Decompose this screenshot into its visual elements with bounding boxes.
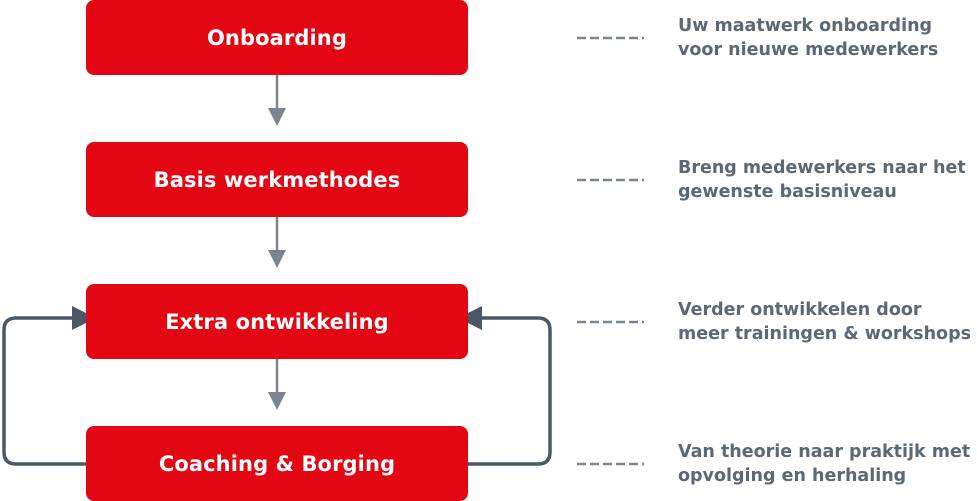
down-arrow-1 bbox=[268, 75, 286, 126]
step-basis-werkmethodes: Basis werkmethodes bbox=[86, 142, 468, 217]
description-onboarding: Uw maatwerk onboarding voor nieuwe medew… bbox=[678, 14, 977, 62]
step-coaching-borging: Coaching & Borging bbox=[86, 426, 468, 501]
description-line: Uw maatwerk onboarding bbox=[678, 16, 933, 36]
description-line: Van theorie naar praktijk met bbox=[678, 442, 971, 462]
description-line: Verder ontwikkelen door bbox=[678, 300, 922, 320]
description-line: meer trainingen & workshops bbox=[678, 324, 972, 344]
left-loop-arrow bbox=[2, 306, 96, 466]
down-arrow-3 bbox=[268, 359, 286, 410]
down-arrow-2 bbox=[268, 217, 286, 268]
step-extra-ontwikkeling: Extra ontwikkeling bbox=[86, 284, 468, 359]
description-line: gewenste basisniveau bbox=[678, 182, 897, 202]
description-basis-werkmethodes: Breng medewerkers naar het gewenste basi… bbox=[678, 156, 977, 204]
description-line: opvolging en herhaling bbox=[678, 466, 907, 486]
description-coaching-borging: Van theorie naar praktijk met opvolging … bbox=[678, 440, 977, 488]
description-extra-ontwikkeling: Verder ontwikkelen door meer trainingen … bbox=[678, 298, 977, 346]
description-line: voor nieuwe medewerkers bbox=[678, 40, 939, 60]
right-loop-arrow bbox=[458, 306, 552, 466]
description-line: Breng medewerkers naar het bbox=[678, 158, 966, 178]
step-onboarding: Onboarding bbox=[86, 0, 468, 75]
